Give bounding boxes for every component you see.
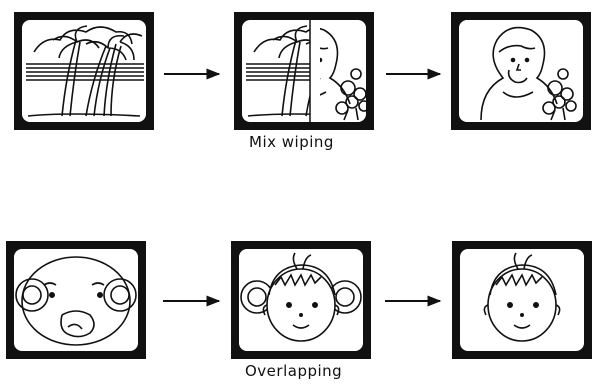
frame-overlapped-bear-and-child bbox=[231, 241, 371, 359]
caption-mix-wiping: Mix wiping bbox=[249, 133, 334, 151]
frame-bear-face bbox=[6, 241, 146, 359]
frame-wipe-transition bbox=[234, 12, 374, 130]
frame-girl-with-flowers bbox=[451, 12, 591, 130]
caption-overlapping: Overlapping bbox=[245, 362, 343, 380]
frame-beach-palm-trees bbox=[14, 12, 154, 130]
frame-child-face bbox=[452, 241, 592, 359]
